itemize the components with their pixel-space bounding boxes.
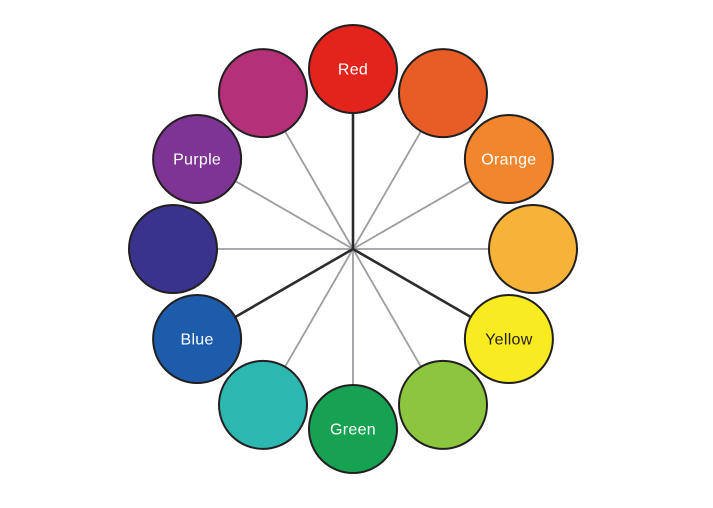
segment-orange [463,114,554,204]
label-red: Red [338,62,368,79]
segment-yellow-green [398,359,488,450]
segment-green [308,384,398,474]
segment-yellow [463,294,554,384]
segment-blue [152,294,243,384]
label-green: Green [330,422,376,439]
segment-red-purple [218,48,308,139]
segment-blue-purple [128,204,218,294]
segment-purple [152,114,243,204]
segment-red-orange [398,48,488,139]
segment-red [308,24,398,114]
segment-blue-green [218,359,308,450]
label-orange: Orange [481,152,536,169]
label-purple: Purple [173,152,221,169]
segment-yellow-orange [488,204,578,294]
label-blue: Blue [180,332,213,349]
spokes-group [173,69,533,429]
label-yellow: Yellow [485,332,533,349]
